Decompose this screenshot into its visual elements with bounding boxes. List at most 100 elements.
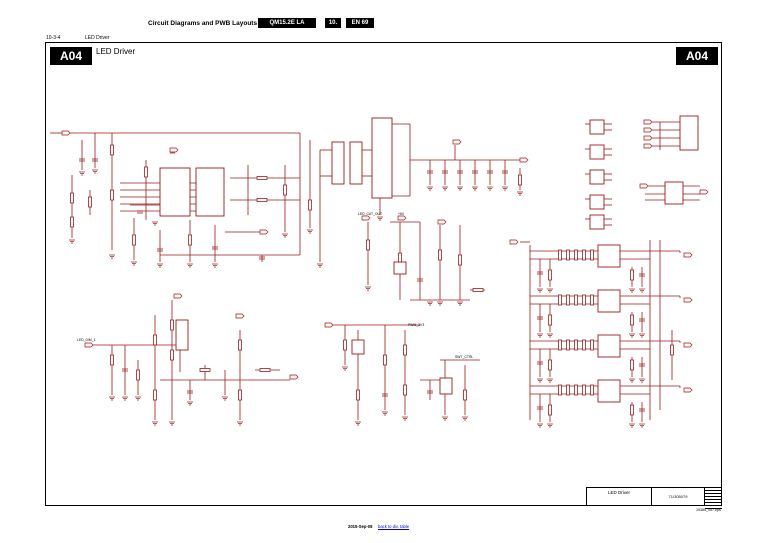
resistor (548, 404, 552, 416)
net-connector (84, 342, 94, 348)
resistor (110, 354, 114, 366)
resistor (566, 384, 570, 396)
resistor (199, 368, 211, 372)
resistor (403, 344, 407, 356)
ic-package (597, 244, 621, 268)
resistor (403, 384, 407, 396)
net-connector (169, 147, 179, 153)
section-badge: 10. (325, 18, 341, 28)
resistor (458, 254, 462, 266)
ic-package (439, 377, 453, 395)
resistor (256, 176, 268, 180)
resistor (383, 354, 387, 366)
resistor (238, 339, 242, 351)
resistor (132, 234, 136, 246)
resistor (136, 369, 140, 381)
ic-package (175, 319, 189, 351)
resistor (574, 339, 578, 351)
net-connector (643, 135, 653, 141)
resistor (590, 339, 594, 351)
resistor (582, 249, 586, 261)
section-number: 10-3-4 (46, 35, 61, 41)
resistor (630, 359, 634, 371)
net-connector (519, 157, 529, 163)
resistor (170, 349, 174, 361)
resistor (110, 144, 114, 156)
resistor (356, 389, 360, 401)
resistor (153, 389, 157, 401)
net-connector (361, 215, 371, 221)
net-connector (509, 239, 519, 245)
resistor (144, 166, 148, 178)
diagram-badge-left: A04 (50, 47, 92, 65)
resistor (630, 314, 634, 326)
resistor (590, 249, 594, 261)
net-connector (324, 322, 334, 328)
ic-package (331, 141, 345, 185)
resistor (582, 384, 586, 396)
net-connector (643, 119, 653, 125)
title-block-grid (705, 488, 722, 509)
diagram-badge-right: A04 (676, 47, 718, 65)
ic-package (589, 144, 605, 160)
resistor (366, 239, 370, 251)
net-connector (643, 127, 653, 133)
ic-package (371, 117, 393, 199)
resistor (670, 344, 674, 356)
resistor (70, 192, 74, 204)
model-badge: QM15.2E LA (258, 18, 316, 28)
resistor (472, 288, 484, 292)
net-connector (173, 293, 183, 299)
ic-package (679, 115, 699, 151)
back-link[interactable]: back to div. table (378, 524, 410, 529)
ic-package (589, 119, 605, 135)
net-connector (683, 342, 693, 348)
net-connector (643, 143, 653, 149)
resistor (566, 249, 570, 261)
diagram-title: LED Driver (96, 47, 136, 56)
net-connector (437, 219, 447, 225)
net-connector (683, 387, 693, 393)
ic-package (159, 167, 191, 217)
net-connector (683, 297, 693, 303)
net-connector (61, 130, 71, 136)
resistor (463, 389, 467, 401)
resistor (70, 216, 74, 228)
net-connector (639, 183, 649, 189)
ic-package (351, 339, 365, 355)
net-connector (683, 252, 693, 258)
net-connector (259, 229, 269, 235)
resistor (630, 269, 634, 281)
resistor (574, 384, 578, 396)
resistor (170, 319, 174, 331)
section-name: LED Driver (85, 35, 110, 41)
ic-package (597, 289, 621, 313)
diagram-frame (45, 42, 722, 506)
ic-package (589, 169, 605, 185)
file-name: 19385_057.eps (696, 508, 721, 512)
resistor (590, 384, 594, 396)
ic-package (393, 261, 407, 275)
resistor (558, 249, 562, 261)
net-connector (452, 139, 462, 145)
resistor (283, 184, 287, 196)
resistor (259, 368, 271, 372)
resistor (88, 196, 92, 208)
net-connector (397, 215, 407, 221)
resistor (590, 294, 594, 306)
header-title: Circuit Diagrams and PWB Layouts (148, 20, 258, 27)
resistor (153, 334, 157, 346)
resistor (398, 252, 402, 264)
ic-package (664, 181, 684, 205)
resistor (343, 339, 347, 351)
resistor (308, 199, 312, 211)
ic-package (195, 167, 225, 217)
title-block-code: 71/305079 (652, 488, 705, 505)
resistor (582, 339, 586, 351)
resistor (566, 294, 570, 306)
resistor (256, 198, 268, 202)
resistor (548, 314, 552, 326)
ic-package (597, 379, 621, 403)
resistor (438, 249, 442, 261)
resistor (548, 359, 552, 371)
